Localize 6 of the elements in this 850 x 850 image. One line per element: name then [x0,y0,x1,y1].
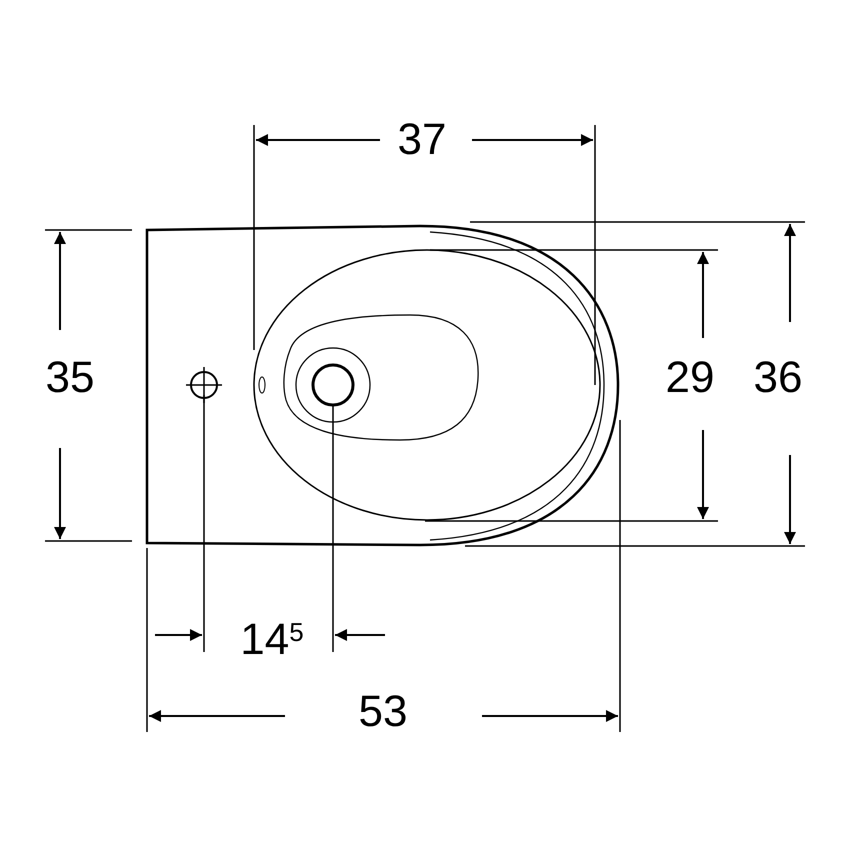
dimension-label: 35 [46,356,94,400]
dimension-label: 29 [666,356,714,400]
dimension-label: 14$^{5}$ [240,618,304,662]
dimension-label: 53 [358,690,408,734]
dimension-label: 37 [398,118,446,162]
dimension-label: 36 [754,356,802,400]
